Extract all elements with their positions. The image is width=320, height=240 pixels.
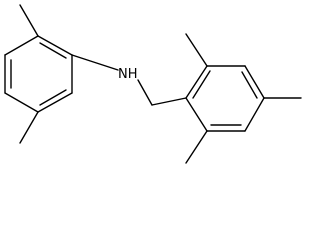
- right-ring: [185, 65, 265, 132]
- right-ring-double-bond: [192, 70, 211, 99]
- right-ring-bond: [185, 97, 208, 132]
- methylene-bond: [151, 97, 187, 106]
- methyl-bond-top-left: [19, 4, 39, 37]
- left-ring-double-bond: [39, 42, 67, 59]
- right-ring-double-bond: [241, 71, 258, 99]
- right-ring-bond: [244, 97, 265, 132]
- nh-label: NH: [118, 67, 138, 82]
- right-ring-bond: [244, 65, 265, 99]
- left-ring: [4, 35, 73, 113]
- methyl-bond-bottom-right: [185, 130, 208, 164]
- amine-bond-right: [137, 79, 153, 106]
- methyl-bond-top-right: [185, 33, 208, 67]
- left-ring-bond: [4, 92, 39, 113]
- left-ring-double-bond: [39, 89, 67, 106]
- amine-bond-left: [71, 54, 119, 71]
- methyl-bond-bottom-left: [19, 111, 39, 144]
- molecule-drawing: NH: [4, 4, 302, 164]
- right-ring-bond: [185, 65, 208, 99]
- left-ring-bond: [37, 35, 73, 56]
- left-ring-bond: [4, 35, 39, 56]
- structure-diagram: NH: [4, 4, 302, 164]
- left-ring-bond: [37, 92, 73, 113]
